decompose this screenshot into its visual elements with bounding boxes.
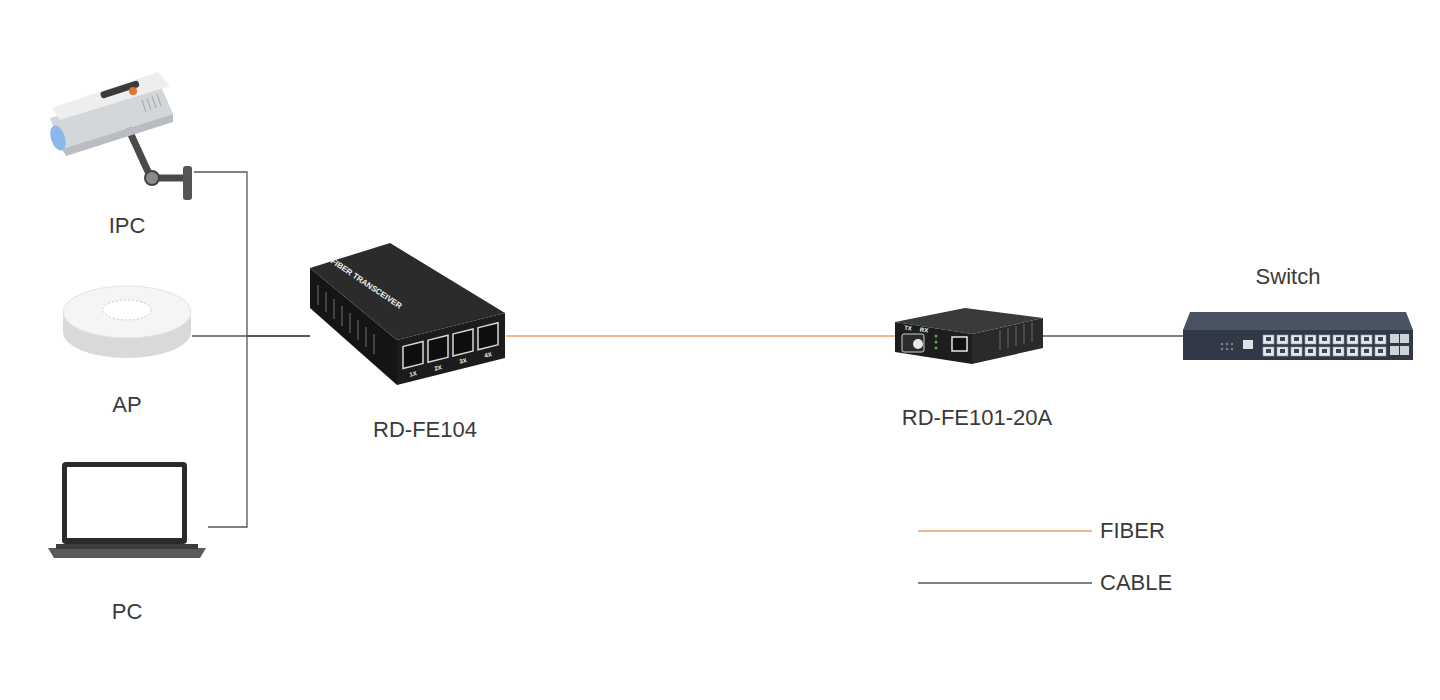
device-label: RD-FE101-20A	[902, 406, 1052, 430]
device-node: PC	[48, 460, 208, 560]
media-converter-4port-illustration	[310, 243, 505, 385]
camera-illustration	[47, 72, 192, 200]
device-print: 1X	[409, 370, 418, 378]
legend-sample	[918, 531, 1092, 532]
link-line	[208, 336, 310, 527]
laptop-illustration	[48, 462, 206, 558]
switch-illustration	[1183, 312, 1413, 360]
device-label: Switch	[1256, 265, 1321, 289]
link-line	[194, 172, 310, 336]
device-print: TX	[904, 324, 912, 331]
legend-text: CABLE	[1100, 571, 1172, 595]
device-node: AP	[62, 285, 192, 365]
legend-line	[918, 582, 1092, 583]
link-line	[506, 335, 895, 336]
device-node: IPC	[48, 68, 194, 200]
device-print: RX	[919, 326, 928, 333]
device-label: IPC	[109, 214, 146, 238]
device-label: PC	[112, 600, 143, 624]
legend-line	[918, 530, 1092, 531]
device-print: 2X	[434, 364, 443, 372]
device-label: RD-FE104	[373, 418, 477, 442]
link-line	[1043, 335, 1183, 336]
access-point-illustration	[63, 286, 191, 358]
device-node: RD-FE101-20A	[895, 306, 1043, 366]
legend-text: FIBER	[1100, 519, 1165, 543]
media-converter-1port-illustration	[895, 308, 1043, 364]
device-print: 3X	[459, 357, 468, 365]
legend-sample	[918, 583, 1092, 584]
device-print: FIBER TRANSCEIVER	[329, 257, 403, 310]
device-node: Switch	[1183, 310, 1413, 362]
device-print: 4X	[484, 351, 493, 359]
device-label: AP	[112, 393, 141, 417]
